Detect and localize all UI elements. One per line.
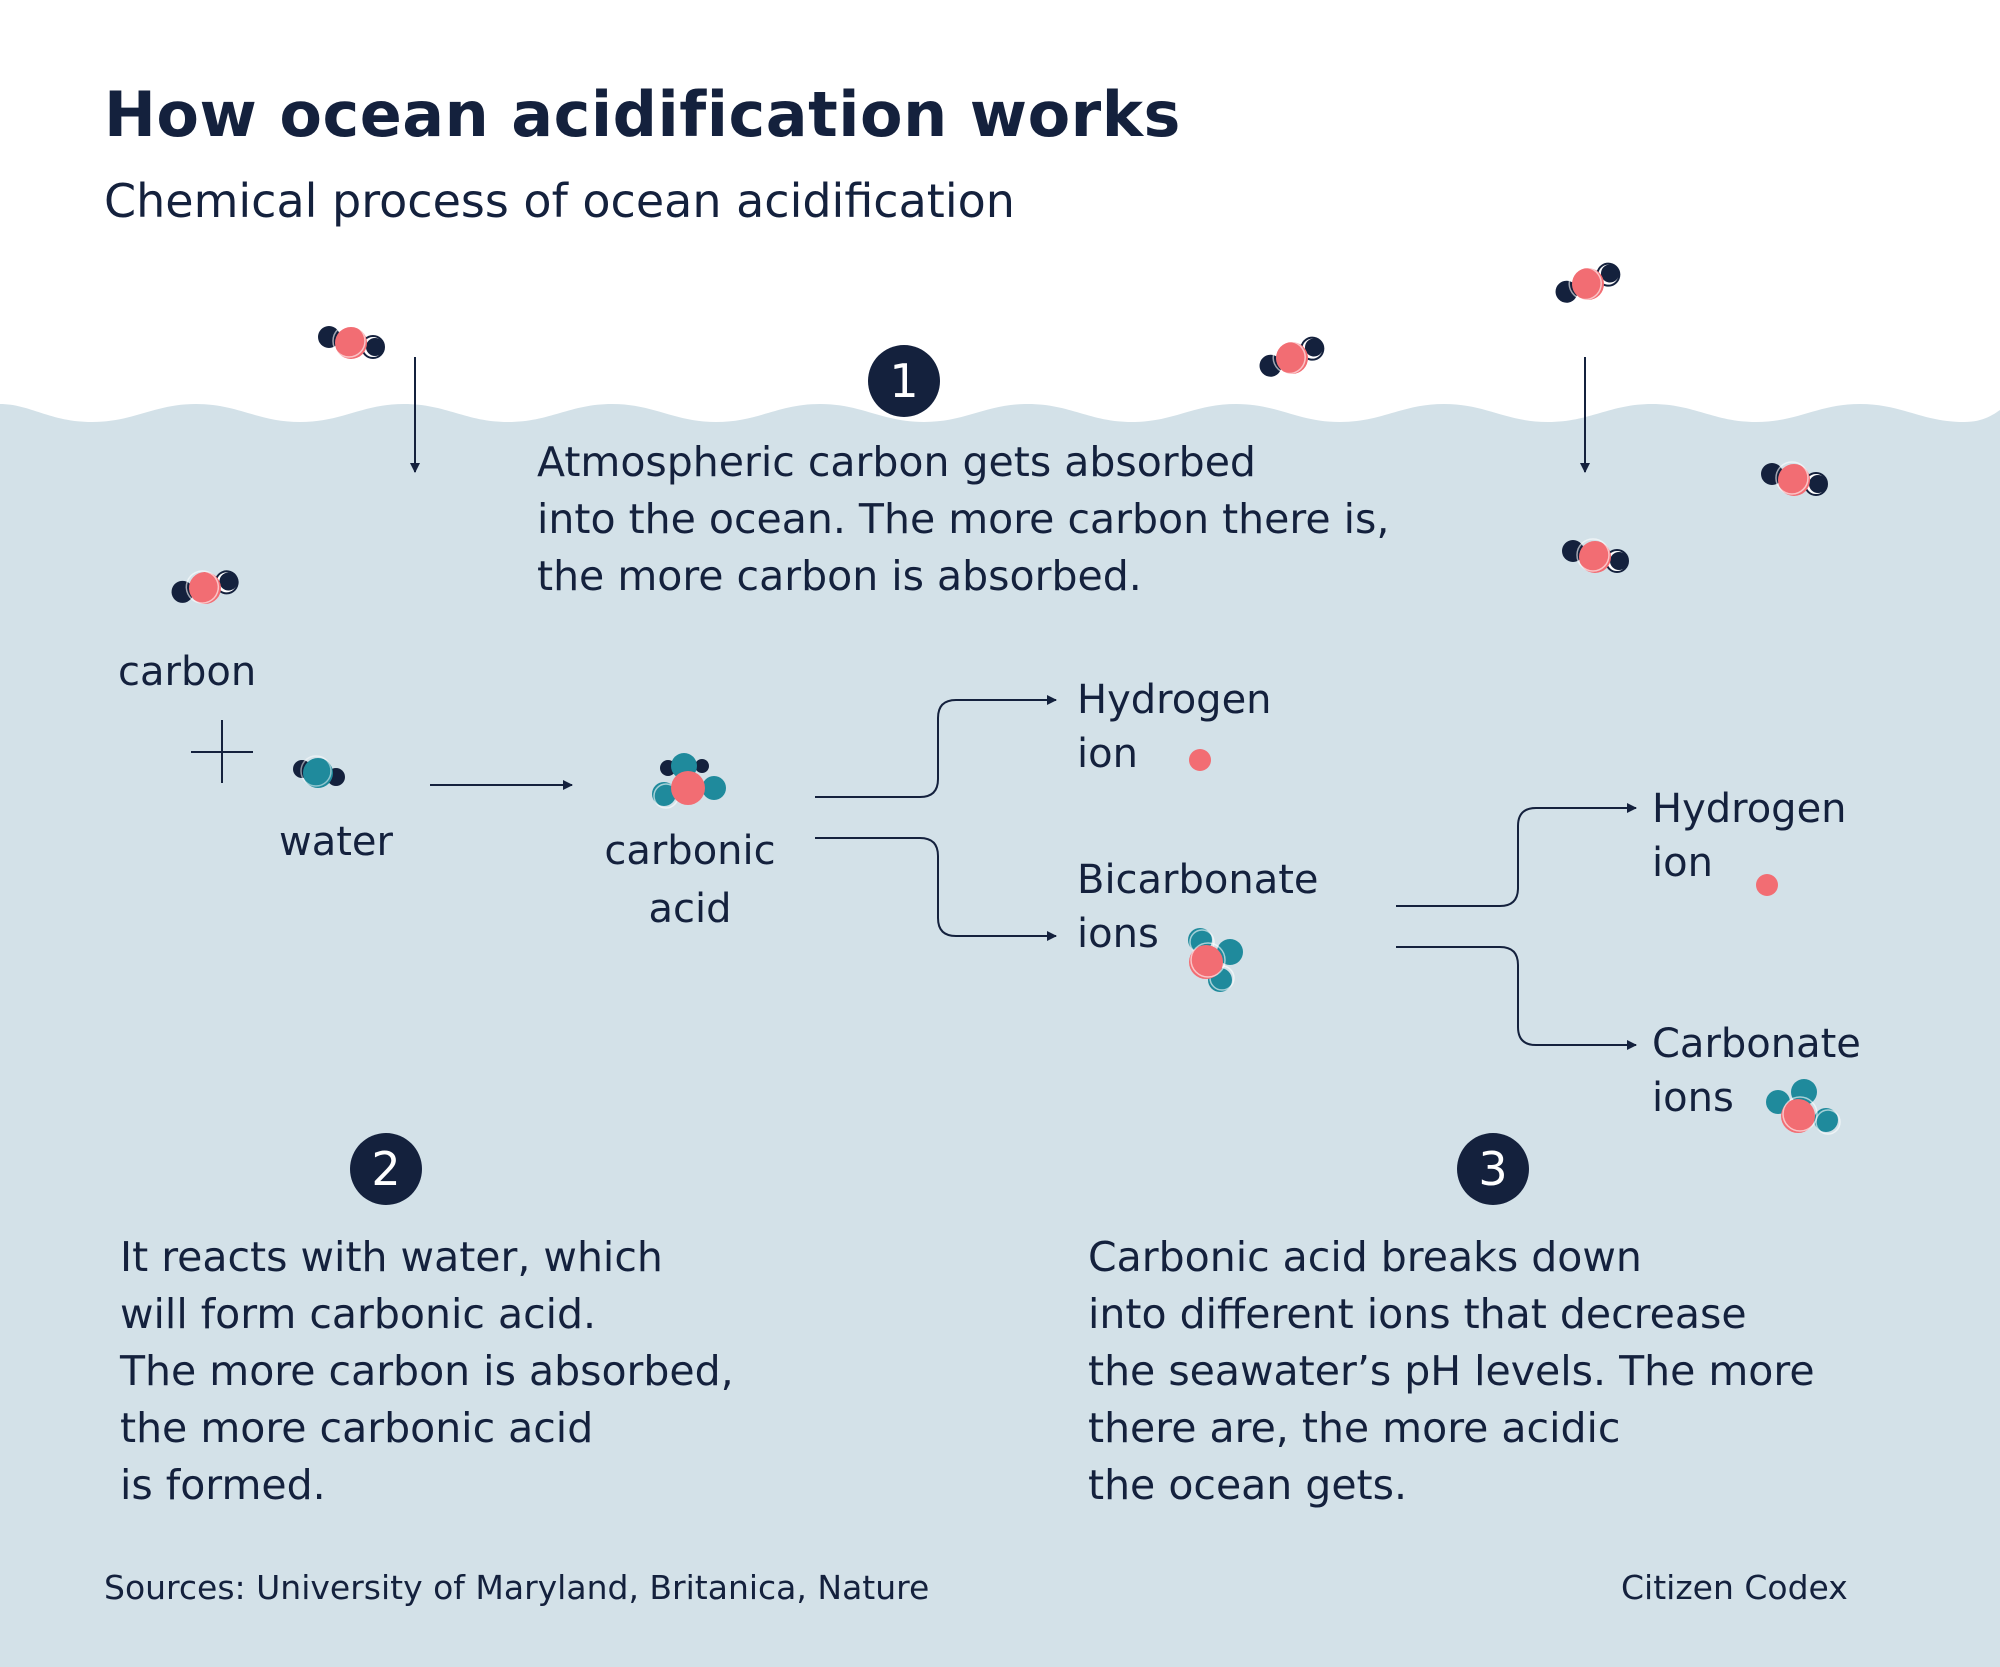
step-1-line: Atmospheric carbon gets absorbed [537, 438, 1256, 486]
hydrogen-ion-icon [1189, 749, 1211, 771]
bicarbonate-ions-label-line: ions [1077, 911, 1159, 957]
step-2-badge: 2 [350, 1133, 422, 1205]
page-title: How ocean acidification works [104, 78, 1181, 151]
water-label: water [279, 819, 393, 865]
hydrogen-ion-label-line: Hydrogen [1652, 786, 1847, 832]
brand-credit: Citizen Codex [1621, 1568, 1848, 1607]
step-3-line: there are, the more acidic [1088, 1404, 1621, 1452]
plus-icon [191, 720, 253, 783]
step-1-text: Atmospheric carbon gets absorbed into th… [537, 434, 1389, 605]
hydrogen-ion-label-line: ion [1077, 731, 1138, 777]
sources-footnote: Sources: University of Maryland, Britani… [104, 1568, 930, 1607]
co2-molecule-icon [317, 324, 385, 360]
co2-molecule-icon [1253, 323, 1330, 392]
bicarbonate-ions-label: Bicarbonate ions [1077, 853, 1319, 961]
hydrogen-ion-label-1: Hydrogen ion [1077, 673, 1272, 781]
carbon-label: carbon [118, 649, 257, 695]
step-1-line: into the ocean. The more carbon there is… [537, 495, 1390, 543]
hydrogen-ion-label-line: Hydrogen [1077, 677, 1272, 723]
hydrogen-ion-label-2: Hydrogen ion [1652, 782, 1847, 890]
carbonic-acid-label-line: carbonic [604, 828, 776, 874]
split-arrow-icon [1396, 946, 1637, 1050]
carbonic-acid-label: carbonic acid [590, 815, 790, 945]
step-3-badge: 3 [1457, 1133, 1529, 1205]
step-3-line: the seawater’s pH levels. The more [1088, 1347, 1815, 1395]
step-3-line: the ocean gets. [1088, 1461, 1408, 1509]
step-3-line: into different ions that decrease [1088, 1290, 1747, 1338]
step-1-badge: 1 [868, 345, 940, 417]
hydrogen-ion-icon [1756, 874, 1778, 896]
step-2-line: It reacts with water, which [120, 1233, 663, 1281]
bicarbonate-ions-label-line: Bicarbonate [1077, 857, 1319, 903]
hydrogen-ion-label-line: ion [1652, 840, 1713, 886]
carbonate-ions-label-line: Carbonate [1652, 1021, 1861, 1067]
step-1-line: the more carbon is absorbed. [537, 552, 1142, 600]
carbonic-acid-label-line: acid [648, 886, 732, 932]
step-2-line: the more carbonic acid [120, 1404, 594, 1452]
step-2-line: The more carbon is absorbed, [120, 1347, 734, 1395]
split-arrow-icon [1396, 803, 1637, 907]
co2-molecule-icon [1549, 249, 1626, 318]
step-3-line: Carbonic acid breaks down [1088, 1233, 1642, 1281]
step-2-line: is formed. [120, 1461, 326, 1509]
split-arrow-icon [815, 695, 1057, 798]
step-2-text: It reacts with water, which will form ca… [120, 1229, 734, 1514]
carbonate-ions-label: Carbonate ions [1652, 1017, 1861, 1125]
ocean-water [0, 404, 2000, 1667]
carbonate-ions-label-line: ions [1652, 1075, 1734, 1121]
page-subtitle: Chemical process of ocean acidification [104, 174, 1015, 228]
split-arrow-icon [815, 837, 1057, 941]
step-3-text: Carbonic acid breaks down into different… [1088, 1229, 1815, 1514]
step-2-line: will form carbonic acid. [120, 1290, 597, 1338]
